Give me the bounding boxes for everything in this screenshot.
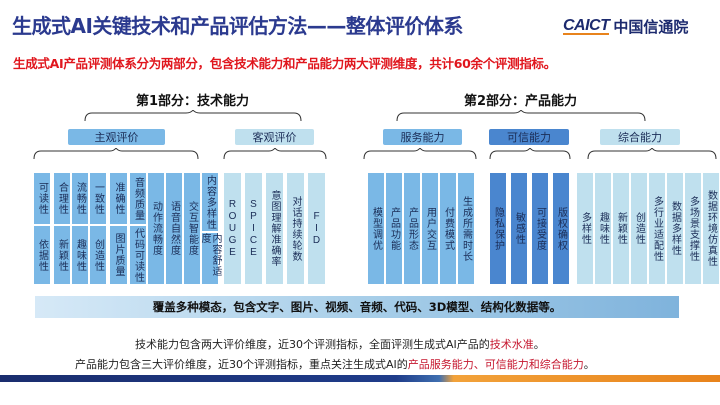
metric-cell: 一致性 [90, 173, 106, 224]
metric-cell: 可接受度 [532, 173, 548, 284]
metric-cell: 数据多样性 [667, 173, 683, 284]
note-highlight-2: 产品服务能力、可信能力和综合能力 [407, 358, 584, 371]
metric-cell: 趣味性 [595, 173, 611, 284]
metric-cell: 对话持续轮数 [287, 173, 304, 284]
category-subjective: 主观评价 [68, 129, 165, 145]
page-title: 生成式AI关键技术和产品评估方法——整体评价体系 [12, 14, 463, 38]
metric-cell: 模型调优 [368, 173, 384, 284]
metric-cell: 新颖性 [613, 173, 629, 284]
metric-cell: 依据性 [34, 226, 50, 284]
metric-cell: 新颖性 [54, 226, 70, 284]
metric-cell: 音频质量 [130, 173, 146, 224]
metric-cell: ROUGE [224, 173, 241, 284]
metric-cell: 产品功能 [386, 173, 402, 284]
note-line-2: 产品能力包含三大评价维度，近30个评测指标，重点关注生成式AI的产品服务能力、可… [75, 358, 595, 371]
note-highlight-1: 技术水准 [489, 338, 534, 351]
metric-cell: 可读性 [34, 173, 50, 224]
metric-cell: 代码可读性 [130, 226, 146, 284]
metric-cell: 付费模式 [440, 173, 456, 284]
metric-cell: 动作流畅度 [148, 173, 164, 284]
caict-logo: CAICT 中国信通院 [563, 16, 688, 37]
metric-cell: 版权确权 [553, 173, 569, 284]
metric-cell: 内容舒适度 [199, 233, 221, 284]
metric-cell: 意图理解准确率 [266, 173, 283, 284]
logo-text-cn: 中国信通院 [613, 18, 689, 36]
trust-brace [489, 148, 571, 160]
metric-cell: 隐私保护 [490, 173, 506, 284]
metric-cell: 合理性 [54, 173, 70, 224]
metric-cell: 用户交互 [422, 173, 438, 284]
category-comprehensive: 综合能力 [600, 129, 680, 145]
metric-cell: 图片质量 [110, 226, 127, 284]
metric-cell: 多行业适配性 [649, 173, 665, 284]
metric-cell: 创造性 [631, 173, 647, 284]
modality-banner: 覆盖多种模态，包含文字、图片、视频、音频、代码、3D模型、结构化数据等。 [35, 296, 679, 318]
metric-cell: SPICE [245, 173, 262, 284]
metric-cell: 多样性 [577, 173, 593, 284]
metric-cell: 趣味性 [72, 226, 88, 284]
part2-title: 第2部分：产品能力 [464, 94, 578, 109]
category-service: 服务能力 [383, 129, 462, 145]
comprehensive-brace [587, 148, 717, 160]
service-brace [363, 148, 477, 160]
subtitle: 生成式AI产品评测体系分为两部分，包含技术能力和产品能力两大评测维度，共计60余… [13, 56, 556, 71]
metric-cell: 准确性 [110, 173, 127, 224]
metric-cell: 内容多样性 [202, 173, 218, 231]
metric-cell: 多场景支撑性 [685, 173, 701, 284]
subjective-brace [33, 148, 199, 160]
metric-cell: 敏感性 [511, 173, 527, 284]
category-objective: 客观评价 [235, 129, 314, 145]
part1-brace [84, 110, 302, 122]
logo-text-en: CAICT [563, 17, 610, 35]
metric-cell: 生成所需时长 [458, 173, 474, 284]
metric-cell: 流畅性 [72, 173, 88, 224]
metric-cell: 数据环境仿真性 [703, 173, 719, 284]
metric-cell: FID [308, 173, 325, 284]
note-line-1: 技术能力包含两大评价维度，近30个评测指标，全面评测生成式AI产品的技术水准。 [135, 338, 545, 351]
category-trust: 可信能力 [489, 129, 569, 145]
part2-brace [396, 110, 646, 122]
metric-cell: 语音自然度 [166, 173, 182, 284]
footer-color-bar [0, 375, 720, 382]
part1-title: 第1部分：技术能力 [136, 94, 250, 109]
metric-cell: 创造性 [90, 226, 106, 284]
objective-brace [223, 148, 327, 160]
metric-cell: 产品形态 [404, 173, 420, 284]
metric-cell: 交互智能度 [184, 173, 200, 284]
